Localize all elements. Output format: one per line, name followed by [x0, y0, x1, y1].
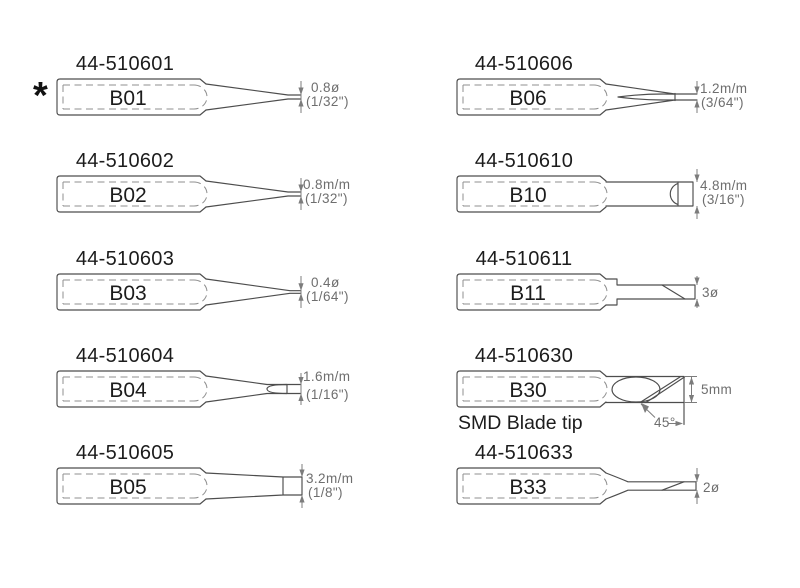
tip-label: B05 — [109, 476, 146, 499]
tip-row-b10: 44-510610 B10 4.8m/m (3/16") — [456, 150, 747, 219]
dimension-callout: 0.8m/m (1/32") — [298, 177, 350, 210]
dimension-value: 0.8m/m — [303, 177, 350, 192]
dim-arrow-up — [298, 196, 304, 204]
dome-face-outline — [669, 181, 679, 207]
tip-label: B01 — [109, 87, 146, 110]
asterisk-marker: * — [33, 75, 48, 117]
dim-arrow-down — [299, 469, 305, 477]
tip-nose-outline — [205, 180, 302, 208]
angle-arrow-right — [675, 420, 683, 427]
dimension-inches: (3/64") — [701, 95, 744, 110]
dim-arrow-down — [694, 86, 700, 94]
dim-arrow-up — [298, 293, 304, 301]
tip-label: B33 — [509, 476, 546, 499]
angle-callout: 45° — [640, 403, 683, 430]
part-number: 44-510610 — [475, 150, 573, 172]
dimension-callout: 5mm — [684, 376, 732, 403]
dim-arrow-up — [298, 393, 304, 401]
part-number: 44-510630 — [475, 345, 573, 367]
chisel-slot-outline — [617, 92, 676, 102]
tip-nose-outline — [205, 278, 302, 306]
dimension-callout: 1.2m/m (3/64") — [694, 81, 747, 113]
tip-nose-outline — [605, 375, 685, 426]
dimension-inches: (1/32") — [305, 191, 348, 206]
tip-label: B03 — [109, 282, 146, 305]
tip-row-b01: 44-510601 B01 0.8ø (1/32") — [56, 53, 348, 116]
dim-arrow-down — [298, 87, 304, 95]
tip-nose-outline — [605, 278, 696, 306]
dim-arrow-up — [688, 377, 695, 385]
tip-nose-outline — [605, 472, 697, 500]
tip-label: B06 — [509, 87, 546, 110]
tip-row-b06: 44-510606 B06 1.2m/m (3/64") — [456, 53, 747, 116]
tip-nose-outline — [605, 181, 694, 207]
part-number: 44-510633 — [475, 442, 573, 464]
tip-nose-outline — [205, 375, 302, 403]
dim-arrow-down — [694, 277, 700, 285]
part-number: 44-510606 — [475, 53, 573, 75]
dimension-value: 3.2m/m — [306, 471, 353, 486]
dimension-value: 0.4ø — [311, 275, 340, 290]
tip-nose-outline — [205, 83, 302, 111]
dim-arrow-up — [694, 299, 700, 307]
dimension-inches: (3/16") — [702, 192, 745, 207]
dimension-value: 1.2m/m — [700, 81, 747, 96]
dim-arrow-up — [694, 206, 700, 214]
dimension-value: 4.8m/m — [700, 178, 747, 193]
part-number: 44-510604 — [76, 345, 174, 367]
angle-value: 45° — [654, 415, 676, 430]
dimension-value: 1.6m/m — [303, 369, 350, 384]
dimension-callout: 4.8m/m (3/16") — [694, 169, 747, 219]
tip-row-b04: 44-510604 B04 1.6m/m (1/16") — [56, 345, 350, 408]
part-number: 44-510602 — [76, 150, 174, 172]
tip-label: B10 — [509, 184, 546, 207]
dimension-inches: (1/32") — [306, 94, 349, 109]
chisel-face-outline — [266, 383, 288, 395]
dimension-value: 0.8ø — [311, 80, 340, 95]
tip-label: B30 — [509, 379, 546, 402]
angle-arrow — [641, 403, 649, 413]
dimension-inches: (1/16") — [306, 387, 349, 402]
dimension-callout: 0.8ø (1/32") — [298, 80, 348, 113]
dimension-value: 3ø — [702, 285, 719, 300]
dim-arrow-down — [694, 174, 700, 182]
part-number: 44-510611 — [476, 248, 573, 270]
blade-edge-lines — [639, 376, 686, 404]
tip-label: B02 — [109, 184, 146, 207]
dimension-inches: (1/8") — [308, 485, 343, 500]
dim-arrow-down — [694, 474, 700, 482]
smd-blade-caption: SMD Blade tip — [458, 412, 583, 434]
dim-arrow-down — [298, 283, 304, 291]
bevel-line — [661, 284, 686, 300]
tip-row-b03: 44-510603 B03 0.4ø (1/64") — [56, 248, 348, 311]
dimension-value: 2ø — [703, 480, 720, 495]
tip-label: B11 — [510, 282, 546, 305]
dimension-callout: 3.2m/m (1/8") — [299, 464, 353, 508]
dimension-callout: 3ø — [694, 276, 718, 308]
dim-arrow-down — [688, 395, 695, 403]
dimension-inches: (1/64") — [306, 289, 349, 304]
tip-label: B04 — [109, 379, 147, 402]
tip-nose-outline — [605, 83, 698, 111]
tip-nose-outline — [205, 472, 303, 500]
tip-row-b33: 44-510633 B33 2ø — [456, 442, 719, 505]
dim-arrow-up — [299, 495, 305, 503]
tip-row-b05: 44-510605 B05 3.2m/m (1/8") — [56, 442, 353, 508]
tip-row-b11: 44-510611 B11 3ø — [456, 248, 718, 311]
dim-arrow-up — [694, 100, 700, 108]
dim-arrow-up — [298, 99, 304, 107]
tip-row-b30: 44-510630 B30 45° 5mm SMD Blade tip — [456, 345, 732, 434]
dim-arrow-up — [694, 490, 700, 498]
dimension-callout: 2ø — [694, 468, 719, 504]
part-number: 44-510605 — [76, 442, 174, 464]
part-number: 44-510601 — [76, 53, 174, 75]
dimension-callout: 1.6m/m (1/16") — [298, 369, 350, 405]
dimension-value: 5mm — [701, 382, 732, 397]
bevel-line — [661, 481, 685, 491]
part-number: 44-510603 — [76, 248, 174, 270]
tip-row-b02: 44-510602 B02 0.8m/m (1/32") — [56, 150, 350, 213]
dimension-callout: 0.4ø (1/64") — [298, 275, 348, 308]
